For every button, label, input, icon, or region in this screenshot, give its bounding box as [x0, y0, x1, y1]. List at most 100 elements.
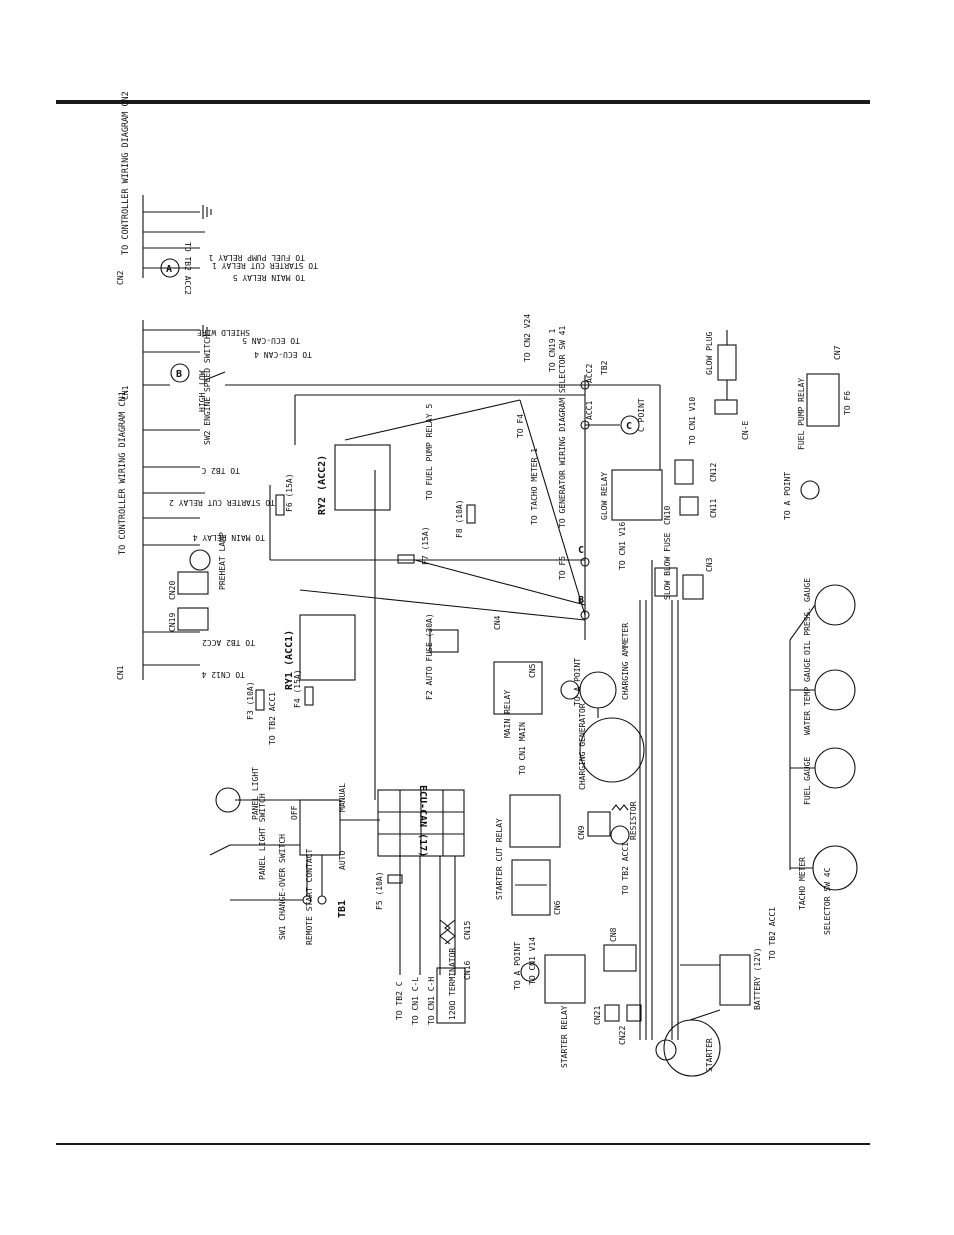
label-tb2: TB2 — [600, 360, 609, 375]
label-to-cn12-4: TO CN12 4 — [201, 670, 245, 679]
point-a-top — [160, 258, 180, 278]
tacho-meter-symbol — [812, 845, 858, 891]
label-to-fuel-pump-relay-5: TO FUEL PUMP RELAY 5 — [425, 403, 434, 500]
label-to-ecu-can-5: TO ECU-CAN 5 — [242, 336, 300, 345]
label-cn21: CN21 — [593, 1006, 602, 1025]
label-ry2: RY2 (ACC2) — [317, 455, 328, 515]
label-high: HIGH — [198, 393, 207, 412]
label-to-cn1-main: TO CN1 MAIN — [518, 722, 527, 775]
label-to-cn2-v24: TO CN2 V24 — [523, 314, 532, 362]
cn6-connector — [511, 859, 551, 916]
label-starter: STARTER — [705, 1038, 714, 1072]
label-battery: BATTERY (12V) — [753, 947, 762, 1010]
label-to-cn1-c-l: TO CN1 C-L — [411, 977, 420, 1025]
node-c — [580, 557, 590, 567]
label-cn8: CN8 — [609, 927, 618, 942]
point-a-letter: A — [166, 264, 172, 275]
charging-ammeter-symbol — [579, 671, 617, 709]
fuel-pump-relay-box — [806, 373, 840, 427]
label-to-a-point-right: TO A POINT — [783, 472, 792, 520]
label-f7: F7 (15A) — [421, 526, 430, 565]
label-to-ecu-can-4: TO ECU-CAN 4 — [254, 350, 312, 359]
label-cn4: CN4 — [493, 615, 502, 630]
fuel-gauge-symbol — [814, 747, 856, 789]
label-off: OFF — [290, 805, 299, 820]
charging-generator-symbol — [579, 717, 645, 783]
label-cn10: CN10 — [663, 506, 672, 525]
label-to-fuel-pump-relay-1: TO FUEL PUMP RELAY 1 — [208, 253, 305, 262]
label-f4: F4 (15A) — [293, 669, 302, 708]
label-cn11: CN11 — [709, 499, 718, 518]
label-cn15: CN15 — [463, 921, 472, 940]
sw1-switch-box — [299, 799, 341, 856]
label-ecu-can: ECU-CAN (17) — [417, 785, 428, 857]
water-temp-gauge-symbol — [814, 669, 856, 711]
label-to-f4: TO F4 — [516, 414, 525, 438]
node-b-letter: B — [578, 595, 584, 606]
oil-press-gauge-symbol — [814, 584, 856, 626]
label-to-cn1-v16: TO CN1 V16 — [618, 522, 627, 570]
label-to-a-point-bottom: TO A POINT — [513, 942, 522, 990]
label-to-tb2-acc1-bottom: TO TB2 ACC1 — [768, 907, 777, 960]
starter-relay-box — [544, 954, 586, 1004]
label-terminator: 120Ω TERMINATOR — [448, 948, 457, 1020]
point-b-top — [170, 363, 190, 383]
label-to-cn1-v14: TO CN1 V14 — [528, 937, 537, 985]
label-to-cn19-1: TO CN19 1 — [548, 328, 557, 372]
label-oil-press: OIL PRESS. GAUGE — [803, 578, 812, 655]
label-to-f5: TO F5 — [558, 556, 567, 580]
point-c-mid — [610, 825, 630, 845]
label-to-cn1-v10: TO CN1 V10 — [688, 397, 697, 445]
label-to-controller-cn1: TO CONTROLLER WIRING DIAGRAM CN1 — [118, 391, 128, 555]
top-rule — [56, 100, 870, 104]
label-charging-ammeter: CHARGING AMMETER — [621, 623, 630, 700]
point-b-letter: B — [176, 369, 182, 380]
label-to-generator-selector: TO GENERATOR WIRING DIAGRAM SELECTOR SW … — [558, 326, 567, 528]
label-to-a-point-mid: TO A POINT — [573, 658, 582, 706]
label-cn19: CN19 — [168, 613, 177, 632]
label-cn20: CN20 — [168, 581, 177, 600]
label-cn16: CN16 — [463, 961, 472, 980]
label-c-point-top: C POINT — [637, 398, 646, 432]
label-f3: F3 (10A) — [246, 681, 255, 720]
label-cn6: CN6 — [553, 900, 562, 915]
label-ry1: RY1 (ACC1) — [284, 630, 295, 690]
label-tacho-meter: TACHO METER — [798, 857, 807, 910]
label-to-starter-cut-relay-1: TO STARTER CUT RELAY 1 — [212, 261, 318, 270]
label-starter-relay: STARTER RELAY — [560, 1005, 569, 1068]
label-to-main-relay-5: TO MAIN RELAY 5 — [233, 273, 305, 282]
label-to-tb2-c: TO TB2 C — [201, 466, 240, 475]
label-auto: AUTO — [338, 851, 347, 870]
label-water-temp: WATER TEMP GAUGE — [803, 658, 812, 735]
point-c-letter: C — [626, 421, 632, 432]
label-acc1: ACC1 — [585, 401, 594, 420]
label-panel-light-switch: PANEL LIGHT SWITCH — [258, 793, 267, 880]
label-glow-plug: GLOW PLUG — [705, 331, 714, 375]
label-f5: F5 (10A) — [375, 871, 384, 910]
label-to-cn1-c-h: TO CN1 C-H — [427, 977, 436, 1025]
label-low: LOW — [198, 370, 207, 385]
label-to-tb2-acc2-mid: TO TB2 ACC2 — [202, 638, 255, 647]
label-shield-wire: SHIELD WIRE — [197, 328, 250, 337]
preheat-lamp-symbol — [189, 549, 211, 571]
terminator-box — [436, 967, 466, 1024]
label-cn2: CN2 — [116, 270, 125, 285]
label-panel-light: PANEL LIGHT — [251, 767, 260, 820]
label-starter-cut-relay: STARTER CUT RELAY — [495, 818, 504, 900]
label-to-starter-cut-relay-2: TO STARTER CUT RELAY 2 — [169, 498, 275, 507]
battery-symbol — [719, 954, 751, 1006]
label-cn1-bottom: CN1 — [116, 665, 125, 680]
label-slow-blow-fuse: SLOW BLOW FUSE — [663, 532, 672, 600]
label-charging-generator: CHARGING GENERATOR — [578, 703, 587, 790]
ry1-relay-box — [299, 614, 356, 681]
label-glow-relay: GLOW RELAY — [600, 472, 609, 520]
label-cn3: CN3 — [705, 557, 714, 572]
label-to-tb2-acc1: TO TB2 ACC1 — [268, 692, 277, 745]
label-preheat-lamp: PREHEAT LAMP — [218, 532, 227, 590]
label-f6: F6 (15A) — [285, 473, 294, 512]
label-fuel-pump-relay: FUEL PUMP RELAY — [797, 378, 806, 450]
node-b — [580, 610, 590, 620]
label-acc2: ACC2 — [585, 364, 594, 383]
label-to-f6: TO F6 — [843, 391, 852, 415]
